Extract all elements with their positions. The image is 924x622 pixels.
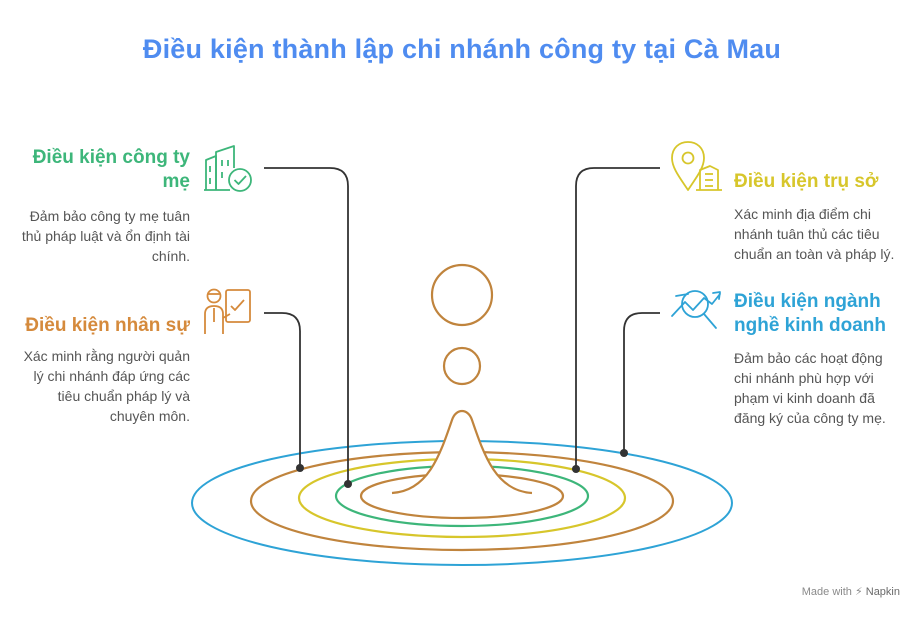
description-parent-company: Đảm bảo công ty mẹ tuân thủ pháp luật và… bbox=[21, 208, 190, 264]
trend-magnifier-icon bbox=[671, 290, 721, 329]
buildings-check-icon bbox=[204, 145, 252, 192]
heading-office: Điều kiện trụ sở bbox=[734, 171, 879, 192]
description-business-line: Đảm bảo các hoạt động chi nhánh phù hợp … bbox=[734, 350, 886, 426]
description-office: Xác minh địa điểm chi nhánh tuân thủ các… bbox=[734, 206, 895, 262]
description-personnel: Xác minh rằng người quản lý chi nhánh đá… bbox=[23, 348, 190, 424]
manager-checklist-icon bbox=[204, 288, 251, 334]
heading-personnel: Điều kiện nhân sự bbox=[25, 315, 190, 336]
connector-dot bbox=[572, 465, 580, 473]
connector-office bbox=[575, 167, 660, 469]
splash-peak bbox=[391, 409, 533, 495]
diagram-title: Điều kiện thành lập chi nhánh công ty tạ… bbox=[142, 34, 782, 64]
heading-business-line: Điều kiện ngành nghề kinh doanh bbox=[734, 291, 886, 336]
drop-small bbox=[442, 346, 482, 386]
connector-personnel bbox=[264, 312, 301, 468]
drop-large bbox=[430, 263, 494, 327]
made-with-label: Made with bbox=[801, 586, 852, 598]
location-building-icon bbox=[671, 141, 722, 191]
connector-business-line bbox=[623, 312, 660, 453]
napkin-watermark: Made with ⚡ Napkin bbox=[802, 585, 900, 598]
napkin-icon: ⚡ bbox=[854, 586, 863, 598]
connector-parent-company bbox=[264, 167, 349, 484]
connector-dot bbox=[344, 480, 352, 488]
heading-parent-company: Điều kiện công ty mẹ bbox=[32, 147, 190, 192]
napkin-brand: Napkin bbox=[865, 586, 900, 598]
connector-dot bbox=[620, 449, 628, 457]
connector-dot bbox=[296, 464, 304, 472]
